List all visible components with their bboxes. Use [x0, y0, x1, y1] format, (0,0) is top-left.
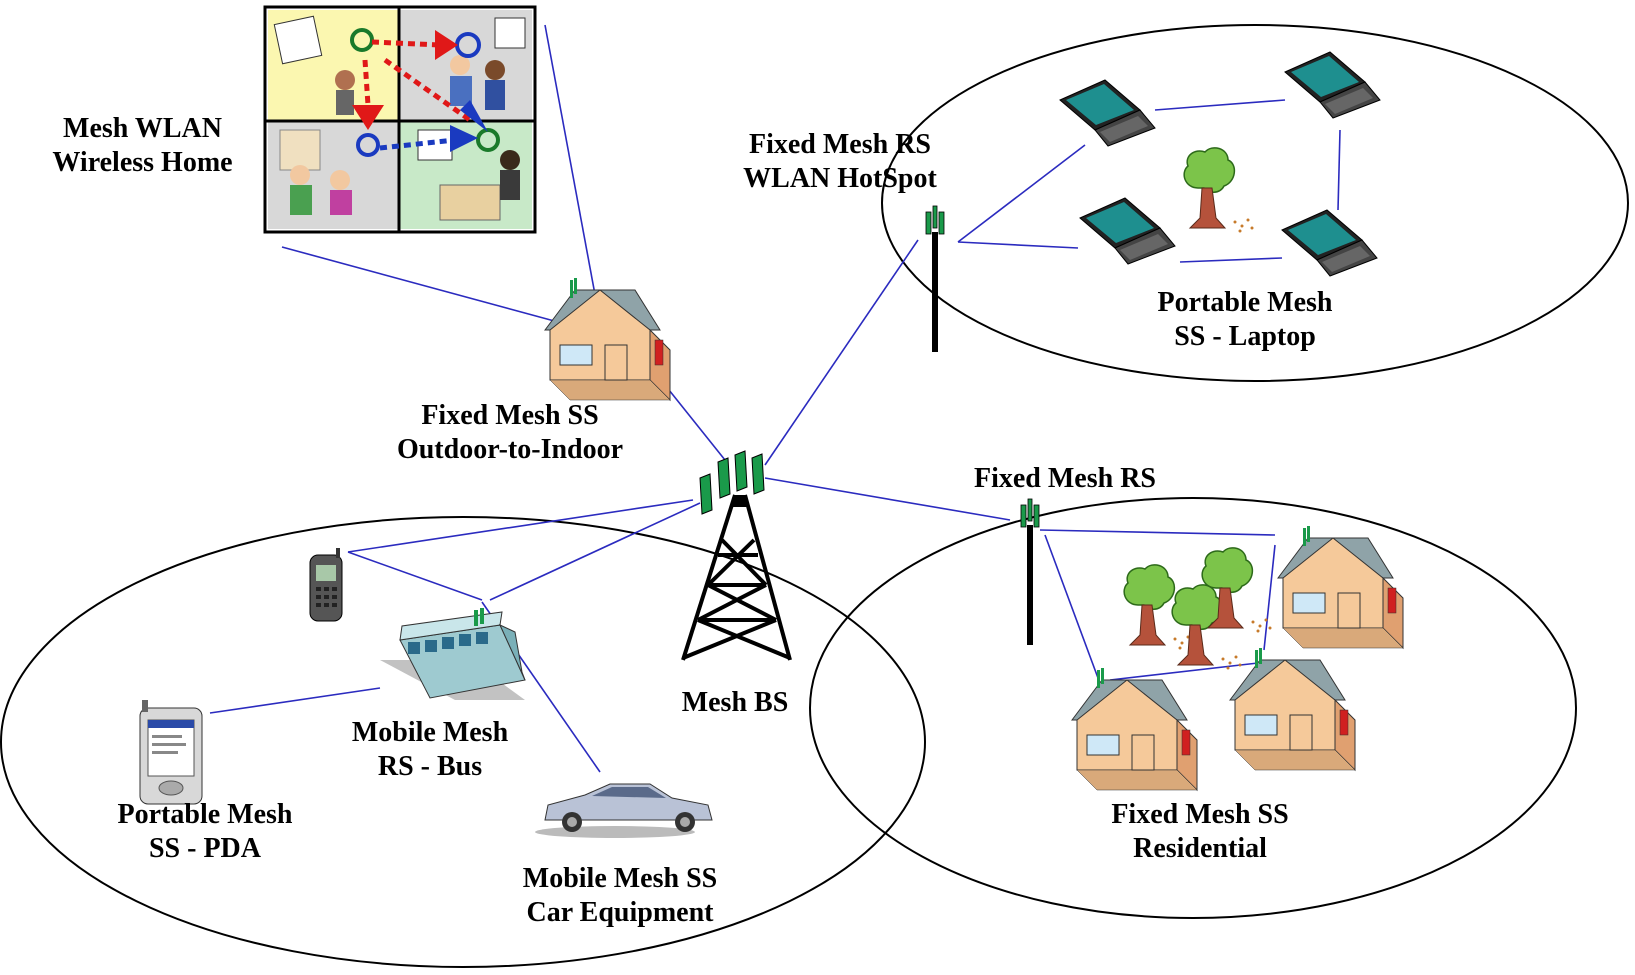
residential-cluster-ellipse [809, 497, 1577, 919]
label-line: Fixed Mesh RS [749, 129, 931, 160]
residential-house-left [1071, 667, 1198, 791]
network-links [209, 24, 1341, 773]
label-line: Portable Mesh [117, 799, 293, 830]
fixed-ss-house [544, 277, 671, 401]
laptop-top-left [1059, 79, 1156, 147]
label-mobile-ss-car: Mobile Mesh SS Car Equipment [490, 862, 750, 930]
label-line: Fixed Mesh SS [421, 400, 599, 431]
label-line: Mesh BS [681, 687, 789, 718]
label-mesh-bs: Mesh BS [660, 686, 810, 720]
residential-house-top [1277, 525, 1404, 649]
label-mesh-wlan: Mesh WLAN Wireless Home [30, 112, 255, 180]
label-line: Fixed Mesh SS [1111, 799, 1289, 830]
label-line: Car Equipment [526, 897, 714, 928]
mobile-rs-bus [380, 608, 526, 700]
mesh-bs-tower [681, 450, 792, 661]
mobile-phone [309, 548, 343, 622]
label-portable-pda: Portable Mesh SS - PDA [90, 798, 320, 866]
label-line: Mobile Mesh SS [522, 863, 718, 894]
label-line: Portable Mesh [1157, 287, 1333, 318]
laptop-bottom-left [1079, 197, 1176, 265]
label-portable-laptop: Portable Mesh SS - Laptop [1130, 286, 1360, 354]
label-line: WLAN HotSpot [743, 163, 937, 194]
mobile-ss-car [535, 783, 713, 838]
pda-device [139, 700, 203, 805]
label-fixed-rs-hotspot: Fixed Mesh RS WLAN HotSpot [720, 128, 960, 196]
label-fixed-ss-outdoor: Fixed Mesh SS Outdoor-to-Indoor [365, 399, 655, 467]
laptop-cluster-ellipse [881, 24, 1629, 382]
label-line: Outdoor-to-Indoor [396, 434, 624, 465]
fixed-rs-relay-tower [1020, 498, 1040, 646]
residential-house-right [1229, 647, 1356, 771]
label-line: Residential [1133, 833, 1267, 864]
label-mobile-rs-bus: Mobile Mesh RS - Bus [325, 716, 535, 784]
label-line: Fixed Mesh RS [974, 463, 1156, 494]
label-line: Mesh WLAN [63, 113, 222, 144]
label-line: SS - Laptop [1174, 321, 1316, 352]
label-fixed-rs: Fixed Mesh RS [955, 462, 1175, 496]
label-line: Mobile Mesh [351, 717, 509, 748]
label-line: Wireless Home [52, 147, 233, 178]
label-line: RS - Bus [377, 751, 483, 782]
hotspot-relay-tower [925, 205, 945, 353]
tree-hotspot [1183, 147, 1255, 234]
label-fixed-ss-residential: Fixed Mesh SS Residential [1075, 798, 1325, 866]
mobile-cluster-ellipse [0, 516, 926, 968]
label-line: SS - PDA [148, 833, 261, 864]
wireless-home-illustration [263, 5, 537, 234]
laptop-bottom-right [1281, 209, 1378, 277]
laptop-top-right [1284, 51, 1381, 119]
